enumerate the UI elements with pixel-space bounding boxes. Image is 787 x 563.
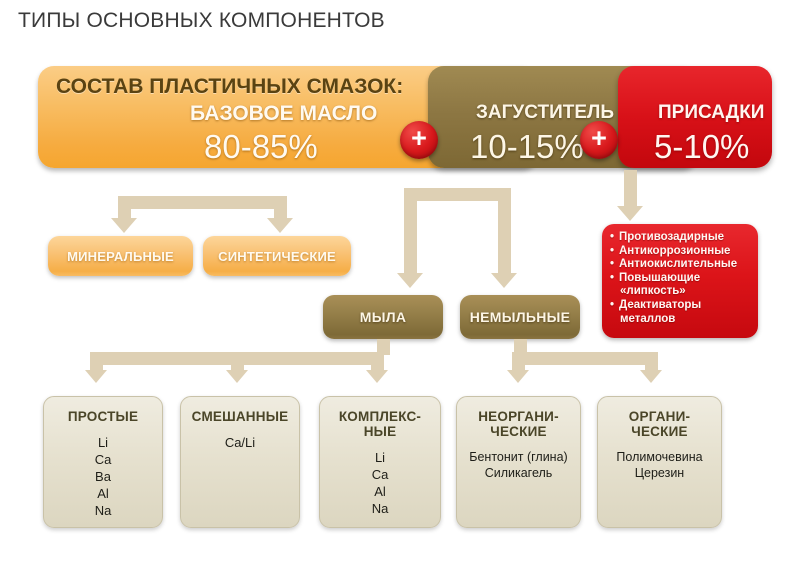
list-item: • Повышающие «липкость» xyxy=(610,272,752,299)
plus-icon-2: + xyxy=(580,121,618,159)
composition-banner: СОСТАВ ПЛАСТИЧНЫХ СМАЗОК: БАЗОВОЕ МАСЛО … xyxy=(38,66,772,168)
list-item: • Деактиваторы металлов xyxy=(610,299,752,326)
thickener-percent: 10-15% xyxy=(470,128,584,165)
banner-heading: СОСТАВ ПЛАСТИЧНЫХ СМАЗОК: xyxy=(56,75,404,98)
list-item: • Антиокислительные xyxy=(610,258,752,272)
page-title: ТИПЫ ОСНОВНЫХ КОМПОНЕНТОВ xyxy=(18,9,385,32)
list-item-text-cont: «липкость» xyxy=(620,285,686,298)
list-item-text-cont: металлов xyxy=(620,312,676,325)
bullet-icon: • xyxy=(610,271,615,284)
node-inorganic[interactable]: НЕОРГАНИ-ЧЕСКИЕ Бентонит (глина)Силикаге… xyxy=(456,396,581,528)
bullet-icon: • xyxy=(610,231,615,243)
additives-label: ПРИСАДКИ xyxy=(658,102,765,123)
node-mineral-oils[interactable]: МИНЕРАЛЬНЫЕ xyxy=(48,236,193,276)
node-heading: СМЕШАННЫЕ xyxy=(191,409,289,424)
node-synthetic-oils[interactable]: СИНТЕТИЧЕСКИЕ xyxy=(203,236,351,276)
node-label: МИНЕРАЛЬНЫЕ xyxy=(67,248,174,264)
node-body: Ca/Li xyxy=(224,435,256,450)
bullet-icon: • xyxy=(610,244,615,257)
node-nonsoaps[interactable]: НЕМЫЛЬНЫЕ xyxy=(460,295,580,339)
banner-segment-additives[interactable] xyxy=(618,66,772,168)
node-mixed-soaps[interactable]: СМЕШАННЫЕ Ca/Li xyxy=(180,396,300,528)
list-item: • Противозадирные xyxy=(610,231,752,245)
base-oil-percent: 80-85% xyxy=(204,128,318,165)
list-item-text: Деактиваторы xyxy=(619,298,702,311)
node-body: Бентонит (глина)Силикагель xyxy=(469,450,568,480)
list-item-text: Противозадирные xyxy=(619,231,725,243)
additives-list-box[interactable]: • Противозадирные • Антикоррозионные • А… xyxy=(602,224,758,338)
node-label: НЕМЫЛЬНЫЕ xyxy=(469,309,571,325)
bullet-icon: • xyxy=(610,298,615,311)
node-label: СИНТЕТИЧЕСКИЕ xyxy=(218,248,336,264)
plus-icon-1: + xyxy=(400,121,438,159)
list-item-text: Антиокислительные xyxy=(619,258,738,271)
node-heading: ПРОСТЫЕ xyxy=(67,409,139,424)
node-soaps[interactable]: МЫЛА xyxy=(323,295,443,339)
list-item-text: Повышающие xyxy=(619,271,701,284)
node-heading: ОРГАНИ-ЧЕСКИЕ xyxy=(628,409,691,439)
additives-percent: 5-10% xyxy=(654,128,750,165)
node-label: МЫЛА xyxy=(359,309,407,325)
thickener-label: ЗАГУСТИТЕЛЬ xyxy=(476,102,614,123)
node-heading: НЕОРГАНИ-ЧЕСКИЕ xyxy=(478,409,559,439)
additives-list: • Противозадирные • Антикоррозионные • А… xyxy=(610,231,752,326)
node-heading: КОМПЛЕКС-НЫЕ xyxy=(338,409,422,439)
base-oil-label: БАЗОВОЕ МАСЛО xyxy=(190,102,378,125)
bullet-icon: • xyxy=(610,258,615,271)
list-item: • Антикоррозионные xyxy=(610,245,752,259)
list-item-text: Антикоррозионные xyxy=(619,244,731,257)
